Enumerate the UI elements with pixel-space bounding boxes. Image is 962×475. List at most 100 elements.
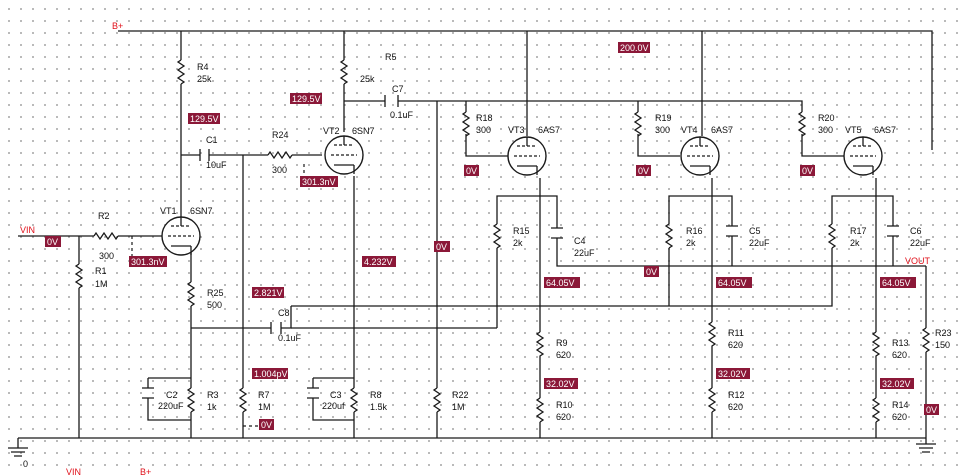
r19-value: 300: [655, 125, 670, 135]
resistor-r7[interactable]: [238, 387, 248, 413]
resistor-r20[interactable]: [797, 111, 807, 137]
probe-tag: 0V: [434, 241, 450, 252]
resistor-r10[interactable]: [535, 397, 545, 423]
net-labels: B+ VIN VOUT VIN B+: [20, 21, 931, 475]
vt4-name: VT4: [681, 125, 698, 135]
r8-name: R8: [370, 390, 382, 400]
resistor-r3[interactable]: [186, 387, 196, 413]
svg-text:0V: 0V: [466, 166, 477, 176]
resistor-r16[interactable]: [664, 223, 674, 249]
capacitor-c2[interactable]: [142, 387, 154, 399]
resistor-r14[interactable]: [871, 397, 881, 423]
r2-value: 300: [99, 251, 114, 261]
resistor-r4[interactable]: [176, 59, 186, 85]
vt5-type: 6AS7: [874, 125, 896, 135]
resistor-r18[interactable]: [461, 111, 471, 137]
resistor-r24[interactable]: [267, 150, 293, 160]
r23-value: 150: [935, 340, 950, 350]
r4-value: 25k: [197, 74, 212, 84]
r5-value: 25k: [360, 74, 375, 84]
tube-vt2[interactable]: [324, 135, 364, 175]
r20-name: R20: [818, 113, 835, 123]
resistor-r1[interactable]: [74, 263, 84, 289]
c3-name: C3: [330, 390, 342, 400]
net-label-bplus-bottom: B+: [140, 467, 151, 475]
resistor-r8[interactable]: [349, 387, 359, 413]
resistor-r9[interactable]: [535, 331, 545, 366]
r8-value: 1.5k: [370, 402, 388, 412]
vt3-type: 6AS7: [538, 125, 560, 135]
r12-name: R12: [728, 390, 745, 400]
c4-name: C4: [574, 236, 586, 246]
probe-tag: 301.3nV: [129, 256, 167, 267]
svg-text:0V: 0V: [926, 405, 937, 415]
svg-text:0V: 0V: [646, 267, 657, 277]
c6-value: 22uF: [910, 238, 931, 248]
svg-text:64.05V: 64.05V: [546, 278, 575, 288]
probe-tag: 0V: [464, 165, 479, 176]
resistor-r5[interactable]: [339, 59, 349, 85]
probe-tag: 1.004pV: [252, 368, 288, 379]
wires: [17, 30, 933, 448]
svg-text:0V: 0V: [802, 166, 813, 176]
resistor-r23[interactable]: [921, 327, 931, 353]
capacitor-c6[interactable]: [887, 225, 899, 237]
r10-name: R10: [556, 400, 573, 410]
tube-vt1[interactable]: [161, 216, 201, 256]
r18-name: R18: [476, 113, 493, 123]
r9-name: R9: [556, 338, 568, 348]
resistor-r15[interactable]: [492, 223, 502, 249]
resistor-r11[interactable]: [707, 321, 717, 356]
vt1-name: VT1: [160, 206, 177, 216]
probe-tag: 2.821V: [252, 287, 284, 298]
resistor-r22[interactable]: [432, 387, 442, 413]
vt1-type: 6SN7: [190, 206, 213, 216]
tube-vt3[interactable]: [507, 136, 547, 176]
resistor-r25[interactable]: [186, 281, 196, 307]
r1-value: 1M: [95, 279, 108, 289]
c2-value: 220uF: [158, 401, 184, 411]
probe-tag: 64.05V: [716, 277, 752, 288]
c7-name: C7: [392, 84, 404, 94]
vt3-name: VT3: [508, 125, 525, 135]
resistor-r19[interactable]: [633, 111, 643, 137]
ground-symbol-right: [916, 443, 936, 453]
svg-text:64.05V: 64.05V: [718, 278, 747, 288]
c5-value: 22uF: [749, 238, 770, 248]
tube-vt4[interactable]: [680, 136, 720, 176]
r24-value: 300: [272, 165, 287, 175]
r7-value: 1M: [258, 402, 271, 412]
r9-value: 620: [556, 350, 571, 360]
c5-name: C5: [749, 226, 761, 236]
capacitor-c8[interactable]: [270, 322, 282, 334]
resistor-r13[interactable]: [871, 331, 881, 366]
svg-text:1.004pV: 1.004pV: [254, 369, 288, 379]
capacitor-c5[interactable]: [726, 225, 738, 237]
resistor-r12[interactable]: [707, 387, 717, 413]
c6-name: C6: [910, 226, 922, 236]
net-label-vout: VOUT: [905, 256, 931, 266]
r11-value: 620: [728, 340, 743, 350]
r7-name: R7: [258, 390, 270, 400]
capacitor-c1[interactable]: [199, 149, 210, 161]
probe-tag: 64.05V: [880, 277, 916, 288]
svg-text:0V: 0V: [436, 242, 447, 252]
tube-vt5[interactable]: [843, 136, 883, 176]
r3-value: 1k: [207, 402, 217, 412]
probe-tag: 301.3nV: [300, 176, 338, 187]
capacitor-c3[interactable]: [307, 387, 319, 399]
c8-value: 0.1uF: [278, 333, 302, 343]
resistor-r17[interactable]: [827, 223, 837, 249]
vt2-type: 6SN7: [352, 126, 375, 136]
capacitor-c7[interactable]: [384, 95, 399, 107]
resistor-r2[interactable]: [93, 231, 119, 241]
svg-text:0V: 0V: [47, 237, 58, 247]
svg-text:301.3nV: 301.3nV: [131, 257, 165, 267]
svg-text:129.5V: 129.5V: [292, 94, 321, 104]
r11-name: R11: [728, 328, 744, 338]
r13-name: R13: [892, 338, 909, 348]
capacitor-c4[interactable]: [551, 227, 563, 239]
r1-name: R1: [95, 266, 107, 276]
vt2-name: VT2: [323, 126, 340, 136]
